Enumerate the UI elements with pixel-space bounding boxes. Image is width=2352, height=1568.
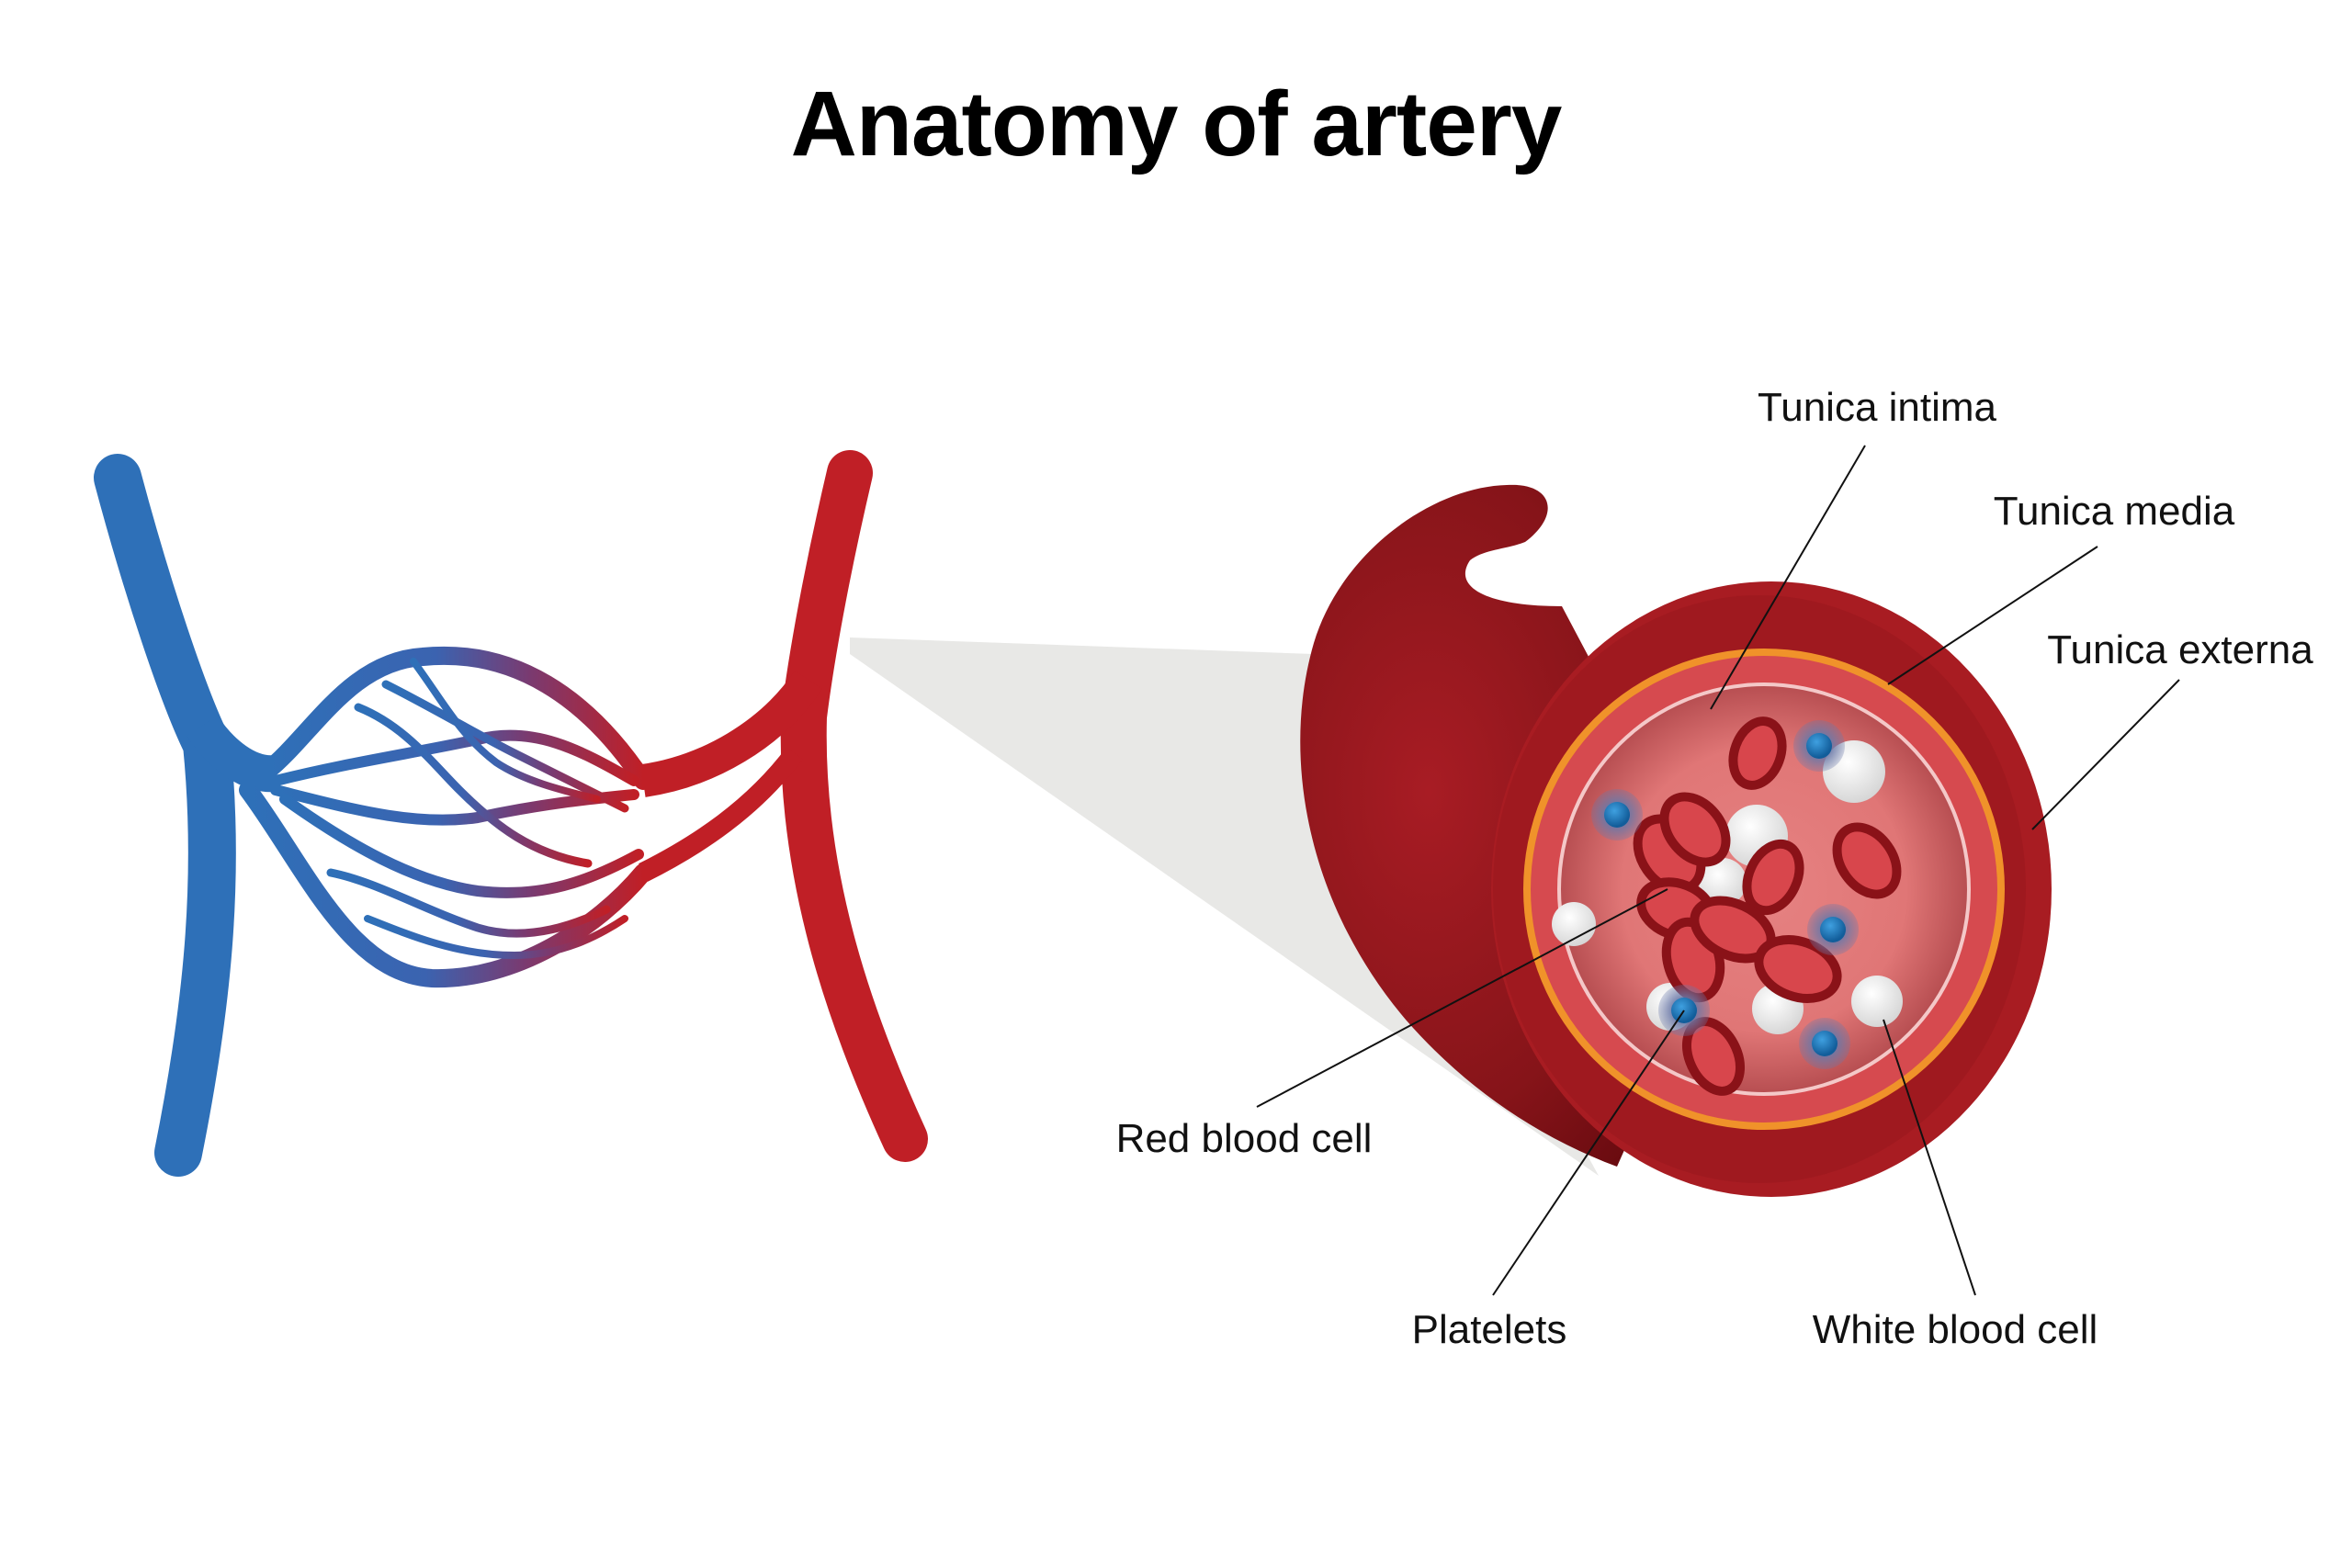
- platelet: [1604, 802, 1630, 828]
- label-platelets: Platelets: [1412, 1307, 1567, 1352]
- capillary-bed: [239, 646, 652, 988]
- leader-platelets: [1492, 1010, 1685, 1296]
- red-blood-cell: [1728, 716, 1787, 790]
- leader-lines: [1256, 445, 2180, 1296]
- label-tunica-media: Tunica media: [1994, 489, 2235, 534]
- leader-tunica-media: [1887, 546, 2098, 685]
- label-red-blood-cell: Red blood cell: [1116, 1116, 1373, 1161]
- diagram-title: Anatomy of artery: [790, 73, 1563, 175]
- platelet: [1820, 917, 1846, 942]
- vein: [94, 454, 277, 1177]
- platelet: [1806, 733, 1832, 759]
- platelet: [1812, 1031, 1838, 1056]
- blood-cells: [1552, 716, 1903, 1096]
- red-blood-cell: [1754, 935, 1842, 1003]
- leader-red-blood-cell: [1256, 888, 1668, 1108]
- magnification-cone: [850, 637, 1599, 1176]
- white-blood-cell: [1699, 858, 1747, 906]
- white-blood-cell: [1552, 902, 1596, 946]
- leader-tunica-intima: [1710, 445, 1866, 710]
- label-tunica-intima: Tunica intima: [1758, 385, 1997, 430]
- leader-tunica-externa: [2031, 679, 2180, 830]
- white-blood-cell: [1851, 976, 1903, 1027]
- label-white-blood-cell: White blood cell: [1813, 1307, 2098, 1352]
- label-tunica-externa: Tunica externa: [2047, 627, 2313, 672]
- red-blood-cell: [1659, 792, 1731, 867]
- leader-white-blood-cell: [1883, 1019, 1976, 1296]
- red-blood-cell: [1832, 822, 1902, 899]
- red-blood-cell: [1742, 839, 1804, 916]
- artery: [639, 450, 928, 1162]
